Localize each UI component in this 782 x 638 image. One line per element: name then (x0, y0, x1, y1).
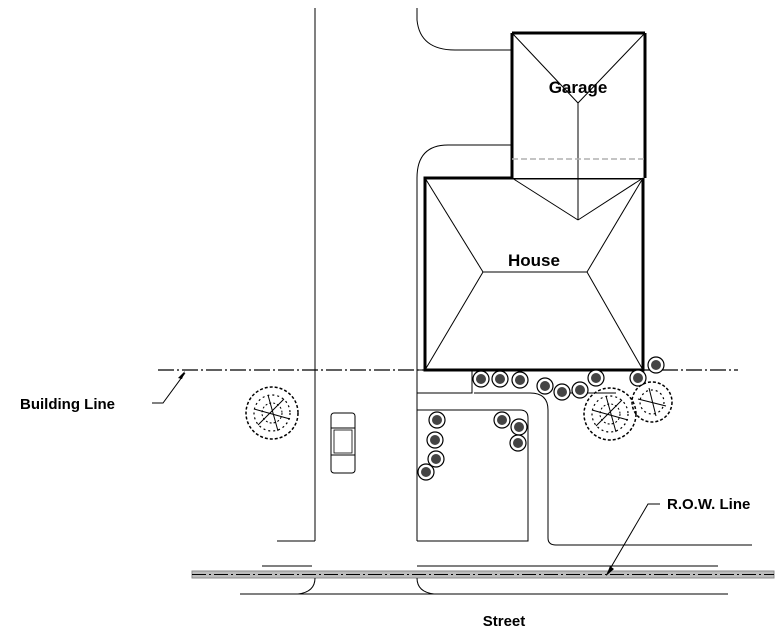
row-line-arrow (606, 566, 614, 576)
front-walk-stoop (417, 369, 473, 394)
row-line-label: R.O.W. Line (667, 496, 750, 513)
street-label: Street (483, 613, 526, 630)
building-line-arrow (178, 371, 185, 379)
house-label: House (508, 251, 560, 270)
shrub-group-lawn-right (493, 411, 528, 452)
shrub-group-lawn-left (417, 411, 446, 481)
house-roof-plan (423, 176, 645, 372)
tree-icon-left (245, 386, 299, 440)
building-line-leader (152, 372, 186, 404)
lawn-bed-left (417, 409, 529, 542)
house-driveway-outline (416, 144, 512, 541)
garage-label: Garage (549, 78, 608, 97)
building-line-label: Building Line (20, 396, 115, 413)
curb-return-left (297, 577, 316, 595)
shrub-group-front-right (536, 356, 665, 401)
garage-roof-plan (510, 31, 647, 221)
tree-icon-corner (631, 381, 673, 423)
lawn-bed-right (474, 392, 752, 546)
car-icon (330, 412, 356, 474)
top-driveway-outline (416, 8, 512, 51)
row-line-leader (606, 503, 660, 575)
tree-icon-right (583, 387, 637, 441)
shrub-group-front-left (472, 370, 529, 389)
curb-return-right (416, 577, 435, 595)
